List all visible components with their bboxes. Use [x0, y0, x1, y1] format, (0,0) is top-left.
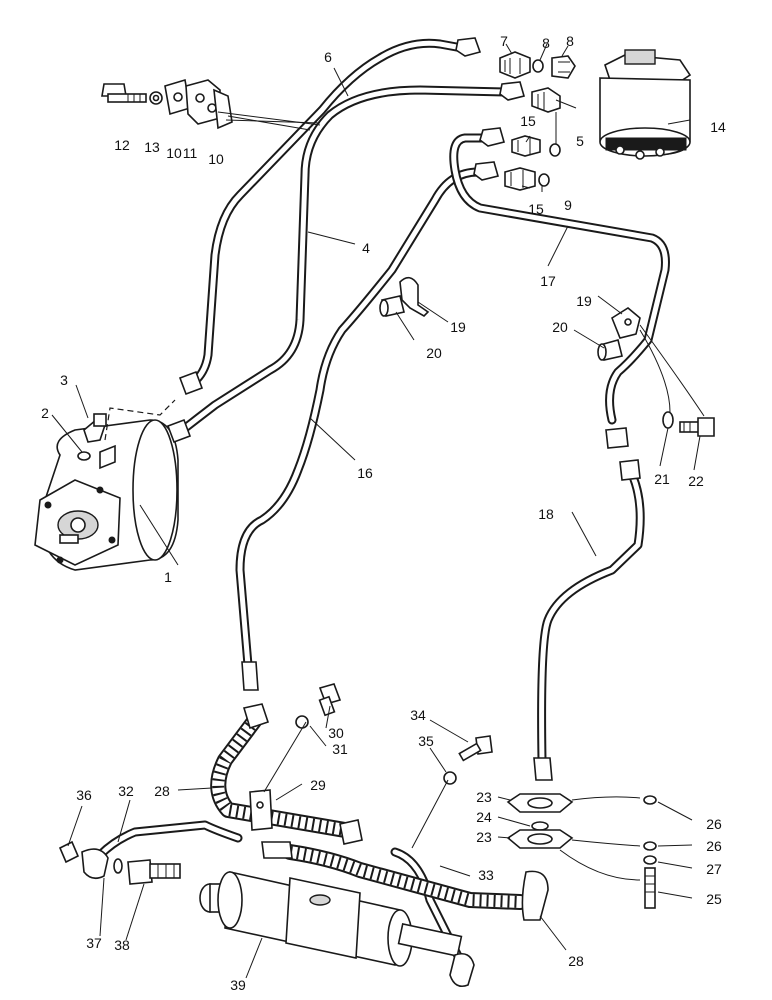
label-39: 39 — [230, 977, 246, 993]
seal-37 — [113, 858, 123, 874]
washer-13-hole — [152, 94, 160, 102]
washer-21 — [662, 411, 674, 429]
adapter-38 — [127, 859, 181, 885]
o-ring-2 — [77, 451, 91, 461]
label-1: 1 — [164, 569, 172, 585]
cap-9 — [551, 55, 576, 79]
label-14: 14 — [710, 119, 726, 135]
clip-19-middle — [399, 276, 430, 317]
seal-8-top — [532, 59, 544, 73]
label-20-right: 20 — [552, 319, 568, 335]
label-32: 32 — [118, 783, 134, 799]
label-19-middle: 19 — [450, 319, 466, 335]
hose-28-upper — [210, 712, 353, 838]
label-25: 25 — [706, 891, 722, 907]
label-12: 12 — [114, 137, 130, 153]
elbow-fitting-3 — [83, 413, 107, 443]
seal-8-lower — [538, 173, 550, 187]
label-15-lower: 15 — [528, 201, 544, 217]
adapter-7 — [499, 51, 531, 79]
clamp-10-right — [213, 88, 233, 130]
label-30: 30 — [328, 725, 344, 741]
hose-end-fittings — [242, 703, 549, 921]
label-28-bottom: 28 — [568, 953, 584, 969]
pipe-18 — [537, 465, 645, 765]
union-37 — [81, 848, 109, 880]
label-29: 29 — [310, 777, 326, 793]
nut-27 — [643, 855, 657, 865]
label-35: 35 — [418, 733, 434, 749]
label-22: 22 — [688, 473, 704, 489]
leader-lines — [51, 43, 705, 979]
label-11: 11 — [183, 145, 198, 161]
bracket-29 — [249, 789, 273, 831]
label-26-upper: 26 — [706, 816, 722, 832]
label-37: 37 — [86, 935, 102, 951]
washer-35 — [443, 771, 457, 785]
label-26-lower: 26 — [706, 838, 722, 854]
label-19-right: 19 — [576, 293, 592, 309]
label-36: 36 — [76, 787, 92, 803]
label-34: 34 — [410, 707, 426, 723]
label-10-left: 10 — [166, 145, 182, 161]
adapter-15-lower — [504, 167, 536, 191]
label-8-bottom: 8 — [566, 33, 574, 49]
bolt-25 — [644, 867, 656, 909]
bolt-12 — [101, 83, 147, 103]
pipe-end-nuts — [166, 37, 641, 781]
pipe-4-connection-dash — [104, 399, 176, 441]
label-20-middle: 20 — [426, 345, 442, 361]
label-15-upper: 15 — [520, 113, 536, 129]
hose-28-lower — [282, 844, 528, 910]
bolt-34 — [458, 735, 493, 762]
pipe-32 — [95, 820, 243, 860]
label-21: 21 — [654, 471, 670, 487]
washer-31 — [295, 715, 309, 729]
label-28-left: 28 — [154, 783, 170, 799]
label-5: 5 — [576, 133, 584, 149]
steering-valve — [599, 49, 692, 160]
label-9: 9 — [564, 197, 572, 213]
label-24: 24 — [476, 809, 492, 825]
clip-19-right — [611, 307, 641, 339]
bolt-30 — [318, 683, 342, 717]
pipe-4 — [175, 85, 510, 437]
nut-36 — [58, 840, 80, 864]
sleeve-20-middle — [379, 295, 405, 317]
washer-26-lower — [643, 841, 657, 851]
label-13: 13 — [144, 139, 160, 155]
label-23-upper: 23 — [476, 789, 492, 805]
pipe-17 — [449, 133, 670, 425]
label-18: 18 — [538, 506, 554, 522]
part-number-labels: 1 2 3 4 5 6 7 8 8 9 10 11 10 12 13 14 15… — [41, 33, 726, 993]
label-4: 4 — [362, 240, 370, 256]
label-16: 16 — [357, 465, 373, 481]
label-3: 3 — [60, 372, 68, 388]
label-10-right: 10 — [208, 151, 224, 167]
pipe-16 — [235, 167, 483, 670]
label-8-top: 8 — [542, 35, 550, 51]
flange-23-lower — [506, 829, 574, 849]
hydraulic-pump — [34, 419, 179, 571]
flange-23-upper — [506, 793, 574, 813]
adapter-5 — [531, 87, 561, 113]
label-33: 33 — [478, 867, 494, 883]
label-31: 31 — [332, 741, 348, 757]
cylinder-39 — [199, 871, 475, 988]
label-6: 6 — [324, 49, 332, 65]
washer-26-upper — [643, 795, 657, 805]
label-38: 38 — [114, 937, 130, 953]
label-2: 2 — [41, 405, 49, 421]
seal-15-upper — [549, 143, 561, 157]
o-ring-24 — [531, 821, 549, 831]
label-23-lower: 23 — [476, 829, 492, 845]
adapter-15-upper — [511, 135, 541, 157]
label-7: 7 — [500, 33, 508, 49]
label-17: 17 — [540, 273, 556, 289]
sleeve-20-right — [597, 339, 623, 361]
pipe-6 — [185, 38, 467, 390]
label-27: 27 — [706, 861, 722, 877]
bolt-22 — [679, 417, 715, 437]
